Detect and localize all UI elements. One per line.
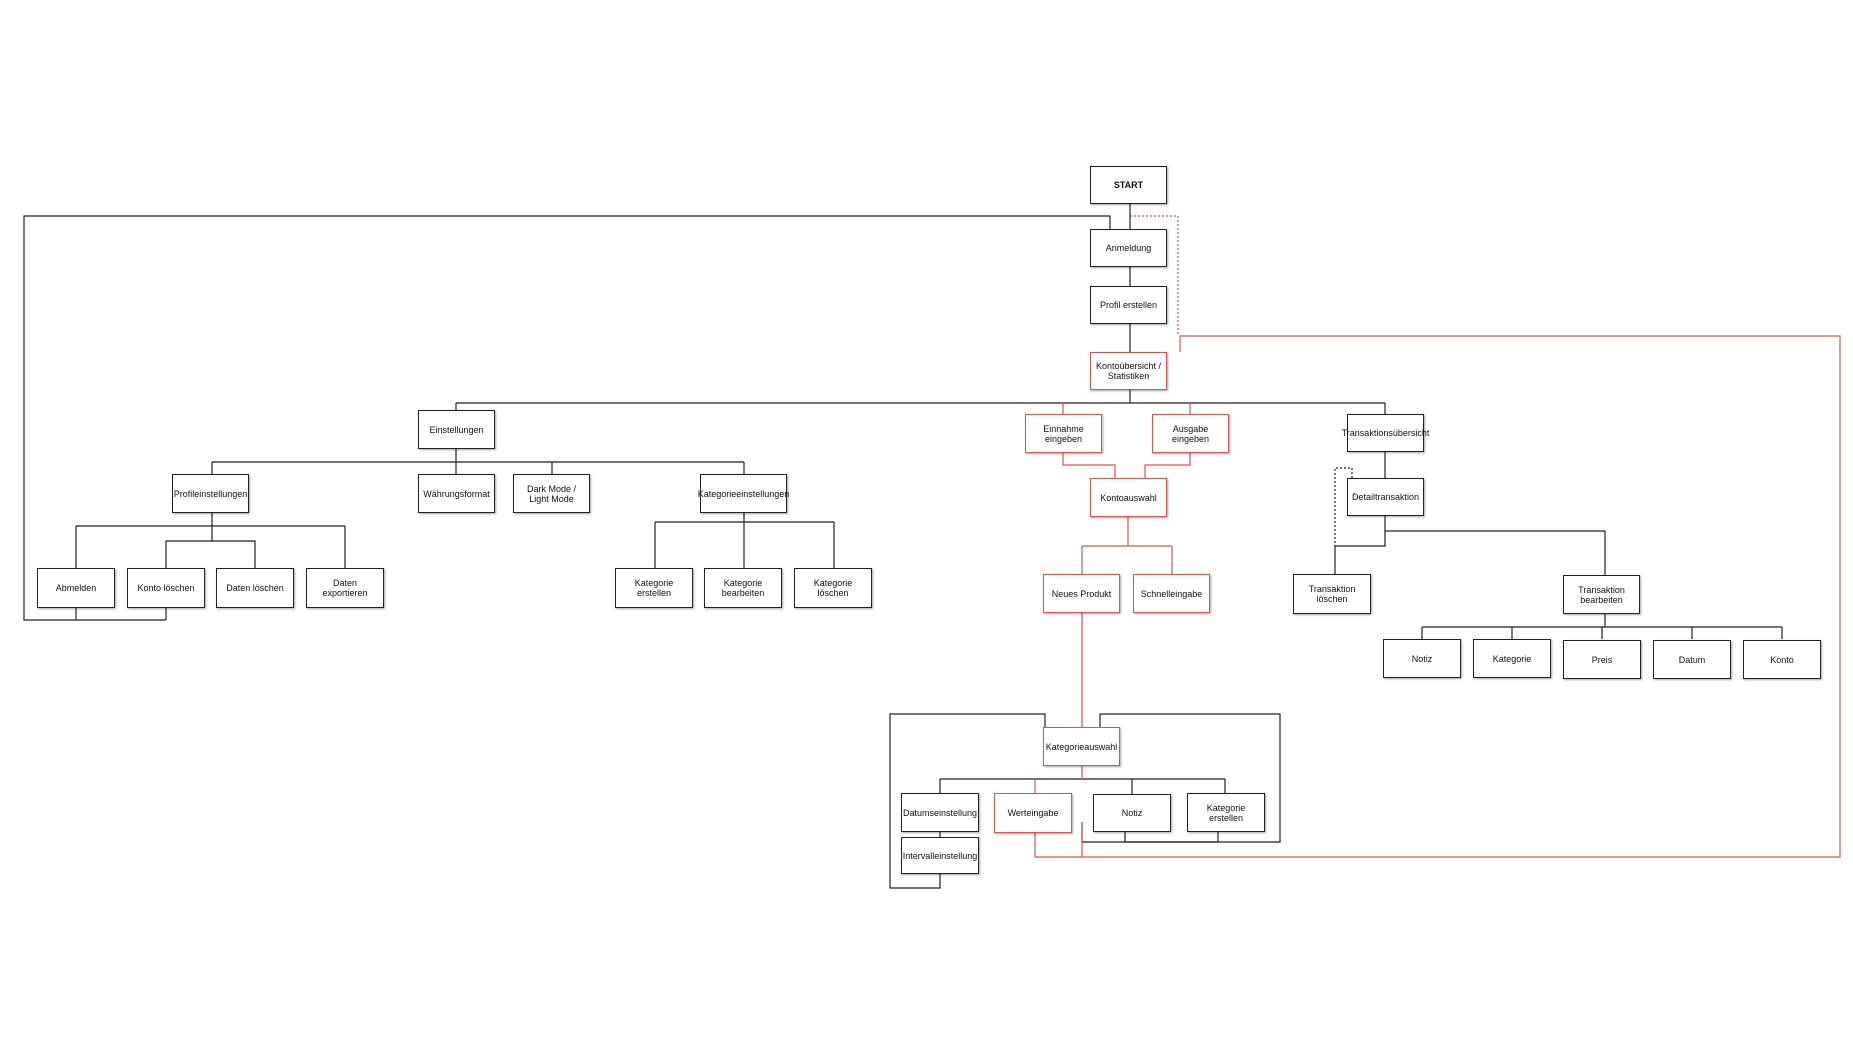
node-kontouebersicht[interactable]: Kontoübersicht / Statistiken <box>1090 352 1167 390</box>
node-kategorie-erstellen-2-label: Kategorie erstellen <box>1206 802 1246 823</box>
node-profileinstellungen[interactable]: Profileinstellungen <box>172 474 249 513</box>
node-daten-loeschen-label: Daten löschen <box>226 583 284 593</box>
node-neues-produkt-label: Neues Produkt <box>1051 588 1112 599</box>
node-kategorie-erstellen[interactable]: Kategorie erstellen <box>615 568 693 608</box>
node-konto-label: Konto <box>1770 654 1794 665</box>
node-darkmode[interactable]: Dark Mode / Light Mode <box>513 474 590 513</box>
node-notiz-2[interactable]: Notiz <box>1093 794 1171 832</box>
node-kategorieeinstellungen[interactable]: Kategorieeinstellungen <box>697 474 790 513</box>
node-transaktion-loeschen-label: Transaktion löschen <box>1308 584 1356 604</box>
node-einstellungen[interactable]: Einstellungen <box>418 410 495 449</box>
node-konto[interactable]: Konto <box>1743 640 1821 679</box>
dotted-anmeldung-konto <box>1130 215 1179 336</box>
node-datumseinstellung-label: Datumseinstellung <box>902 807 978 818</box>
node-datum-label: Datum <box>1678 654 1706 665</box>
node-transaktion-loeschen[interactable]: Transaktion löschen <box>1293 574 1371 614</box>
node-kontoauswahl[interactable]: Kontoauswahl <box>1090 478 1167 517</box>
node-neues-produkt[interactable]: Neues Produkt <box>1043 574 1120 613</box>
node-konto-loeschen-label: Konto löschen <box>137 583 195 593</box>
node-profileinstellungen-label: Profileinstellungen <box>173 488 248 499</box>
node-kategorie-label: Kategorie <box>1492 653 1532 664</box>
node-daten-exportieren[interactable]: Daten exportieren <box>306 568 384 608</box>
edge-detail-loeschen <box>1334 516 1386 574</box>
node-detailtransaktion-label: Detailtransaktion <box>1351 492 1420 502</box>
node-notiz-1-label: Notiz <box>1411 653 1433 664</box>
edge-to-kontoloeschen <box>165 526 213 568</box>
node-detailtransaktion[interactable]: Detailtransaktion <box>1347 478 1424 516</box>
node-preis[interactable]: Preis <box>1563 640 1641 679</box>
node-schnelleingabe[interactable]: Schnelleingabe <box>1133 574 1210 613</box>
node-start[interactable]: START <box>1090 166 1167 204</box>
node-kontouebersicht-label: Kontoübersicht / Statistiken <box>1095 361 1162 381</box>
dotted-tu-loeschen <box>1334 467 1353 546</box>
node-transaktionsuebersicht[interactable]: Transaktionsübersicht <box>1342 414 1429 452</box>
node-anmeldung-label: Anmeldung <box>1105 243 1152 253</box>
node-kategorie[interactable]: Kategorie <box>1473 639 1551 678</box>
node-einstellungen-label: Einstellungen <box>429 424 484 435</box>
node-kategorie-bearbeiten[interactable]: Kategorie bearbeiten <box>704 568 782 608</box>
node-anmeldung[interactable]: Anmeldung <box>1090 229 1167 267</box>
edge-einnahme-kontoauswahl <box>1062 453 1116 478</box>
node-kategorie-loeschen-label: Kategorie löschen <box>813 578 853 598</box>
node-einnahme-label: Einnahme eingeben <box>1043 423 1084 444</box>
node-konto-loeschen[interactable]: Konto löschen <box>127 568 205 608</box>
node-preis-label: Preis <box>1591 654 1613 665</box>
node-notiz-1[interactable]: Notiz <box>1383 639 1461 678</box>
node-kontoauswahl-label: Kontoauswahl <box>1100 492 1157 503</box>
node-kategorie-loeschen[interactable]: Kategorie löschen <box>794 568 872 608</box>
red-connectors <box>1034 335 1841 858</box>
node-waehrungsformat[interactable]: Währungsformat <box>418 474 495 513</box>
node-notiz-2-label: Notiz <box>1121 808 1143 818</box>
node-kategorie-bearbeiten-label: Kategorie bearbeiten <box>721 578 765 598</box>
node-darkmode-label: Dark Mode / Light Mode <box>526 483 577 504</box>
node-daten-loeschen[interactable]: Daten löschen <box>216 568 294 608</box>
node-profil-erstellen-label: Profil erstellen <box>1099 300 1158 310</box>
node-transaktion-bearbeiten[interactable]: Transaktion bearbeiten <box>1563 575 1640 614</box>
node-profil-erstellen[interactable]: Profil erstellen <box>1090 286 1167 324</box>
node-start-label: START <box>1113 180 1144 190</box>
edge-detail-bearbeiten <box>1385 530 1606 575</box>
node-kategorieeinstellungen-label: Kategorieeinstellungen <box>697 488 790 499</box>
node-kategorieauswahl[interactable]: Kategorieauswahl <box>1043 727 1120 766</box>
node-kategorie-erstellen-2[interactable]: Kategorie erstellen <box>1187 793 1265 832</box>
black-connectors <box>23 204 1783 889</box>
edge-to-datenloeschen <box>212 540 256 568</box>
node-werteingabe-label: Werteingabe <box>1007 808 1059 818</box>
edge-ausgabe-kontoauswahl <box>1144 453 1191 478</box>
node-waehrungsformat-label: Währungsformat <box>423 488 490 499</box>
node-kategorieauswahl-label: Kategorieauswahl <box>1045 741 1118 752</box>
node-schnelleingabe-label: Schnelleingabe <box>1140 588 1203 599</box>
node-abmelden-label: Abmelden <box>55 583 97 593</box>
node-werteingabe[interactable]: Werteingabe <box>994 793 1072 833</box>
edge-kategorie-frame-left <box>889 713 1046 889</box>
node-kategorie-erstellen-label: Kategorie erstellen <box>634 578 674 598</box>
edge-notiz-return <box>1124 831 1218 843</box>
node-intervalleinstellung[interactable]: Intervalleinstellung <box>901 837 979 874</box>
edge-abmelden-loop <box>23 215 1111 621</box>
node-daten-exportieren-label: Daten exportieren <box>322 578 368 598</box>
node-datumseinstellung[interactable]: Datumseinstellung <box>901 793 979 832</box>
node-transaktion-bearbeiten-label: Transaktion bearbeiten <box>1578 584 1625 605</box>
edge-werteingabe-return <box>1034 335 1841 858</box>
node-ausgabe-eingeben[interactable]: Ausgabe eingeben <box>1152 414 1229 453</box>
node-datum[interactable]: Datum <box>1653 640 1731 679</box>
node-intervalleinstellung-label: Intervalleinstellung <box>902 850 978 861</box>
node-abmelden[interactable]: Abmelden <box>37 568 115 608</box>
node-einnahme-eingeben[interactable]: Einnahme eingeben <box>1025 414 1102 453</box>
node-transaktionsuebersicht-label: Transaktionsübersicht <box>1341 428 1430 438</box>
node-ausgabe-label: Ausgabe eingeben <box>1171 423 1210 444</box>
